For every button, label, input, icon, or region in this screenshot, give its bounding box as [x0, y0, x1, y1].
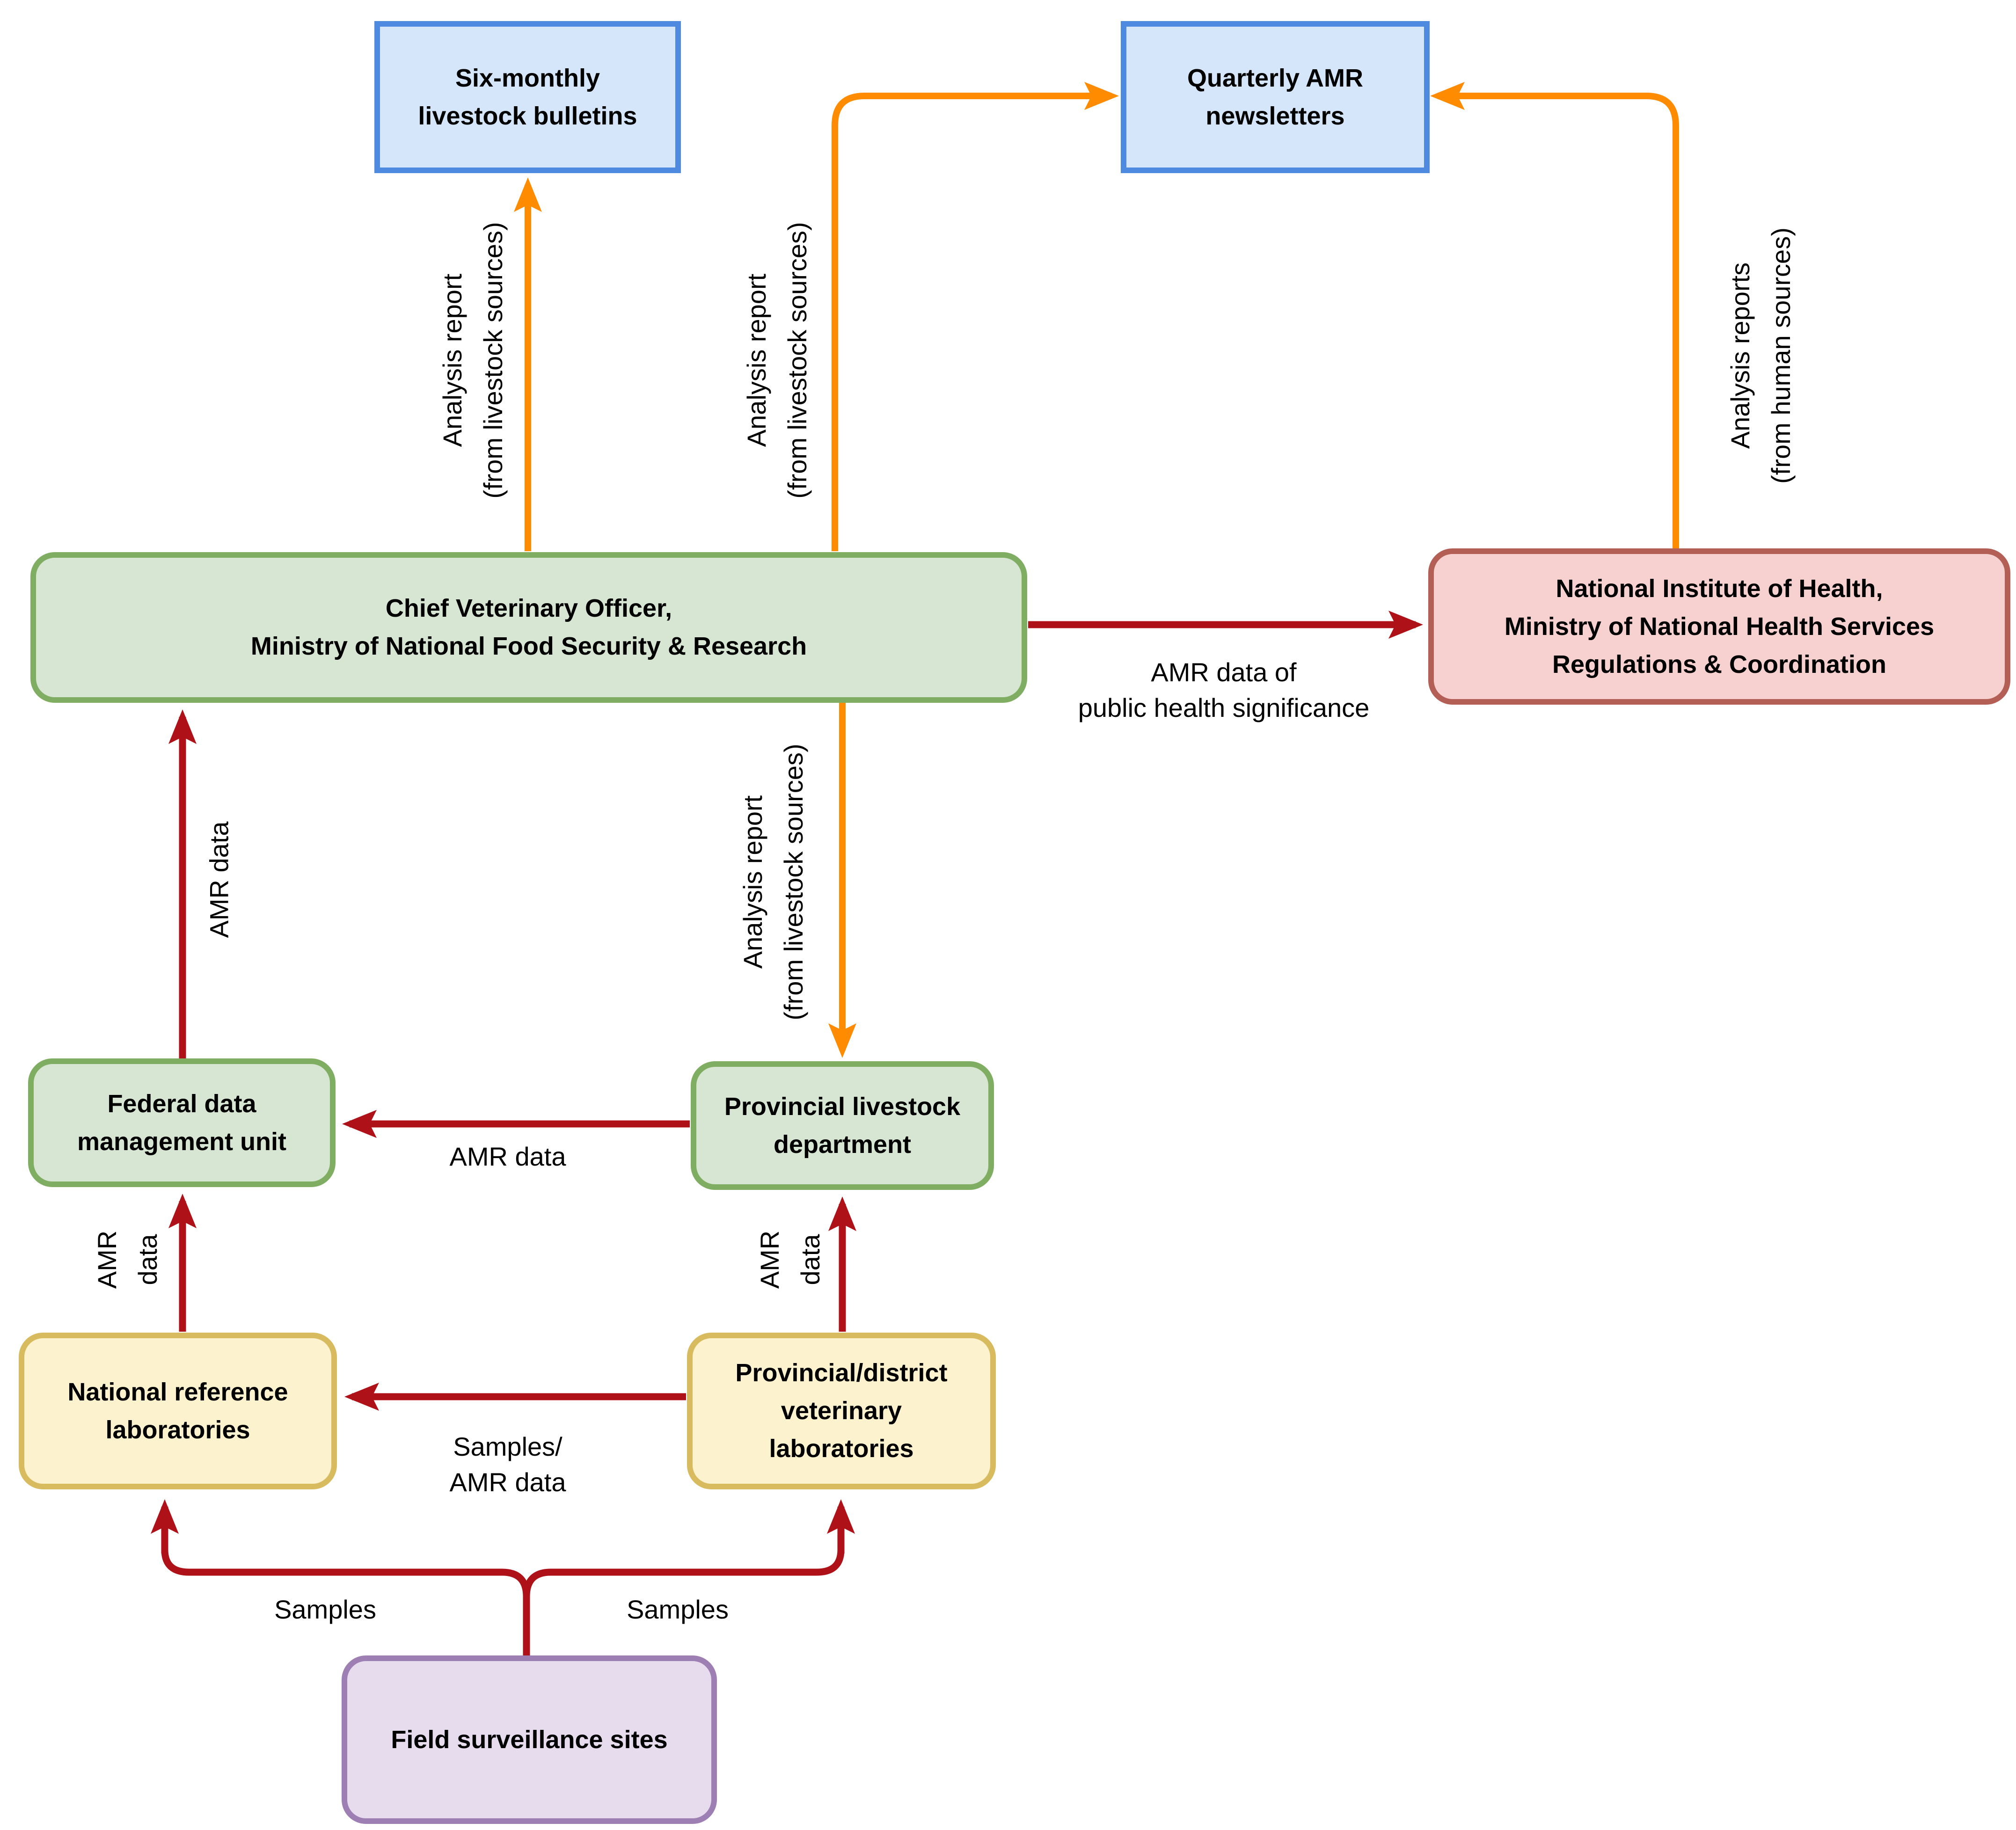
edge-label-line: (from livestock sources)	[782, 222, 812, 499]
node-national-institute-of-health: National Institute of Health, Ministry o…	[1428, 548, 2010, 705]
edge-label-line: (from human sources)	[1766, 227, 1796, 484]
node-label-line: veterinary	[781, 1397, 902, 1425]
edge-label-pdvl-to-provincial-dept: AMR data	[749, 1231, 831, 1289]
node-label-line: National reference	[67, 1378, 288, 1406]
node-label-line: Provincial/district	[735, 1359, 948, 1387]
edge-label-field-to-nrl: Samples	[274, 1592, 376, 1627]
edge-cvo-to-newsletters	[832, 82, 1119, 551]
edge-nih-to-newsletters	[1430, 82, 1679, 548]
edge-label-line: Samples	[627, 1595, 729, 1624]
edge-label-nih-to-newsletters: Analysis reports (from human sources)	[1720, 227, 1801, 484]
edge-label-line: AMR data	[449, 1142, 566, 1171]
edge-label-line: AMR data of	[1151, 657, 1297, 687]
edge-label-federal-to-cvo: AMR data	[199, 822, 240, 938]
node-chief-veterinary-officer: Chief Veterinary Officer, Ministry of Na…	[30, 552, 1027, 703]
edge-label-cvo-to-newsletters: Analysis report (from livestock sources)	[736, 222, 818, 498]
edge-label-line: AMR data	[449, 1467, 566, 1497]
edge-label-line: Samples/	[453, 1432, 562, 1461]
edge-label-line: AMR	[755, 1230, 784, 1289]
edge-label-line: data	[133, 1234, 162, 1285]
edge-label-field-to-pdvl: Samples	[627, 1592, 729, 1627]
edge-label-cvo-to-nih: AMR data of public health significance	[1078, 655, 1370, 726]
edge-label-line: Analysis report	[742, 273, 771, 447]
node-label-line: Federal data	[107, 1089, 256, 1118]
edge-label-line: data	[796, 1234, 825, 1285]
edge-label-line: AMR data	[204, 821, 234, 938]
node-field-surveillance-sites: Field surveillance sites	[342, 1655, 717, 1824]
node-label-line: National Institute of Health,	[1556, 574, 1883, 603]
node-label-line: Ministry of National Food Security & Res…	[250, 632, 807, 660]
node-label-line: livestock bulletins	[418, 102, 637, 130]
node-label-line: department	[773, 1130, 912, 1159]
node-label-line: laboratories	[769, 1435, 914, 1463]
node-label-line: Quarterly AMR	[1187, 64, 1364, 92]
node-provincial-livestock-department: Provincial livestock department	[691, 1061, 994, 1190]
node-national-reference-laboratories: National reference laboratories	[19, 1333, 337, 1489]
node-six-monthly-livestock-bulletins: Six-monthly livestock bulletins	[374, 21, 681, 173]
node-label-line: Regulations & Coordination	[1552, 650, 1886, 678]
node-label-line: Chief Veterinary Officer,	[385, 594, 672, 622]
node-label-line: Provincial livestock	[724, 1092, 961, 1121]
node-federal-data-management-unit: Federal data management unit	[28, 1058, 336, 1187]
node-provincial-district-veterinary-laboratories: Provincial/district veterinary laborator…	[687, 1333, 996, 1489]
edge-label-line: (from livestock sources)	[779, 744, 808, 1021]
edge-label-nrl-to-federal: AMR data	[87, 1231, 168, 1289]
edge-label-line: Analysis report	[438, 273, 467, 447]
edge-label-line: (from livestock sources)	[478, 222, 508, 499]
edge-label-pdvl-to-nrl: Samples/ AMR data	[450, 1429, 566, 1500]
edge-label-line: Analysis report	[738, 795, 767, 969]
edge-label-cvo-to-bulletins: Analysis report (from livestock sources)	[432, 222, 513, 498]
node-label-line: laboratories	[105, 1415, 250, 1444]
node-quarterly-amr-newsletters: Quarterly AMR newsletters	[1121, 21, 1430, 173]
edge-label-line: public health significance	[1078, 693, 1370, 722]
edge-field-connector	[161, 1549, 845, 1659]
edge-label-line: Analysis reports	[1725, 262, 1755, 449]
node-label-line: Ministry of National Health Services	[1504, 612, 1935, 641]
node-label-line: Six-monthly	[455, 64, 600, 92]
node-label-line: management unit	[77, 1127, 287, 1156]
edge-label-provincial-dept-to-federal: AMR data	[450, 1139, 566, 1174]
edge-label-cvo-to-provincial-dept: Analysis report (from livestock sources)	[732, 744, 814, 1020]
edge-label-line: AMR	[92, 1230, 122, 1289]
node-label-line: Field surveillance sites	[391, 1725, 668, 1754]
edge-label-line: Samples	[274, 1595, 376, 1624]
node-label-line: newsletters	[1205, 102, 1345, 130]
